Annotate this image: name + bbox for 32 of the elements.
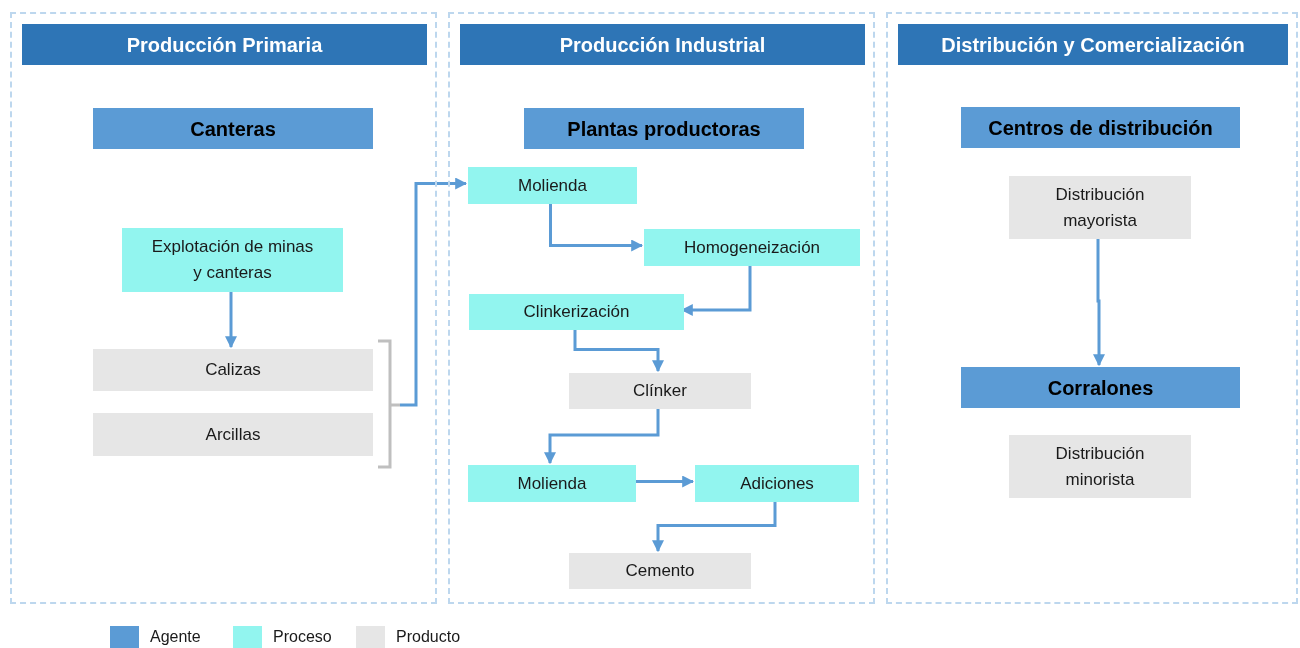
product-box: Distribución mayorista (1009, 176, 1191, 239)
product-box: Clínker (569, 373, 751, 409)
panel-header: Distribución y Comercialización (898, 24, 1288, 65)
arrow (400, 177, 468, 407)
dashed-panel (448, 12, 875, 604)
process-box: Explotación de minas y canteras (122, 228, 343, 292)
process-box: Homogeneización (644, 229, 860, 266)
process-box: Clinkerización (469, 294, 684, 330)
panel-header: Producción Primaria (22, 24, 427, 65)
legend-label: Agente (150, 627, 201, 647)
dashed-panel (10, 12, 437, 604)
arrow (549, 202, 644, 252)
agent-box: Centros de distribución (961, 107, 1240, 148)
arrow (1093, 237, 1105, 367)
process-box: Molienda (468, 167, 637, 204)
arrow (573, 328, 664, 373)
product-box: Distribución minorista (1009, 435, 1191, 498)
agent-box: Plantas productoras (524, 108, 804, 149)
product-box: Calizas (93, 349, 373, 391)
panel-header: Producción Industrial (460, 24, 865, 65)
legend-label: Producto (396, 627, 461, 647)
process-box: Adiciones (695, 465, 859, 502)
legend-label: Proceso (273, 627, 332, 647)
agent-box: Canteras (93, 108, 373, 149)
product-box: Cemento (569, 553, 751, 589)
product-box: Arcillas (93, 413, 373, 456)
arrow (652, 500, 777, 553)
dashed-panel (886, 12, 1298, 604)
process-box: Molienda (468, 465, 636, 502)
agent-box: Corralones (961, 367, 1240, 408)
arrow (544, 407, 660, 465)
arrow (225, 290, 237, 349)
